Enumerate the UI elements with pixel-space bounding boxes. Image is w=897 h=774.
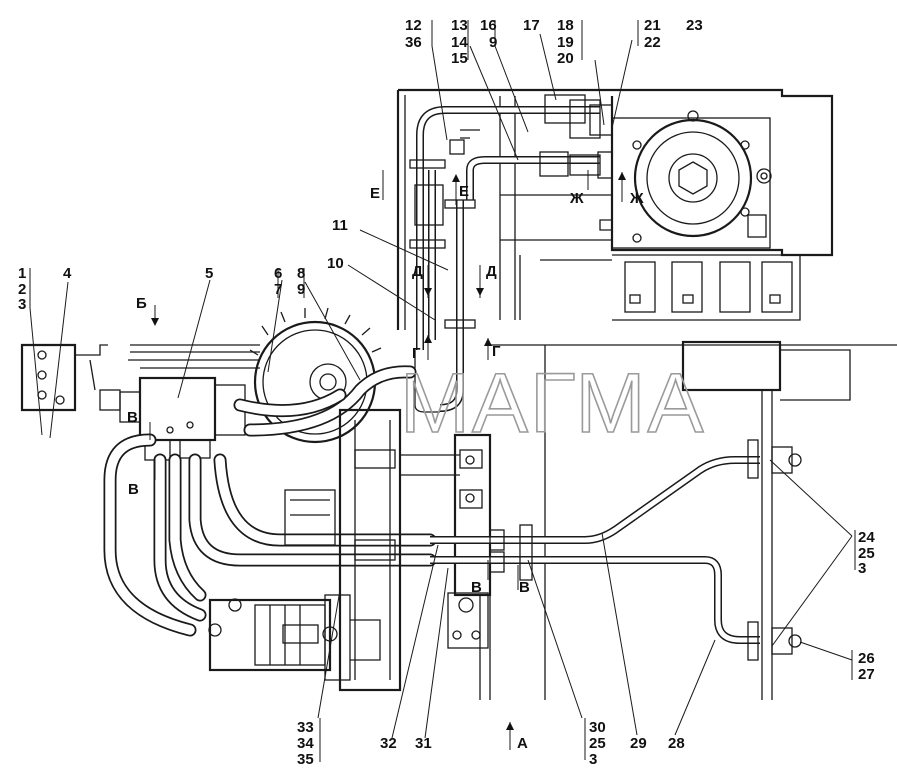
part-label-33: 33 [297, 719, 314, 736]
bottom-pump [208, 489, 381, 681]
part-label-3: 3 [18, 296, 26, 313]
left-bracket [20, 343, 108, 412]
part-label-27: 27 [858, 666, 875, 683]
part-label-23: 23 [686, 17, 703, 34]
part-label-10: 10 [327, 255, 344, 272]
section-zh-1: Ж [569, 190, 584, 207]
part-label-31: 31 [415, 735, 432, 752]
section-v-3: В [471, 579, 482, 596]
section-a: А [517, 735, 528, 752]
part-number-labels: 1 2 3 4 5 6 7 8 9 10 11 12 36 13 14 15 1… [18, 17, 875, 768]
watermark-text: МАГМА [400, 356, 706, 450]
part-label-18: 18 [557, 17, 574, 34]
section-arrows [149, 170, 626, 750]
part-label-29: 29 [630, 735, 647, 752]
part-label-30: 30 [589, 719, 606, 736]
auxiliary-motor [447, 592, 489, 649]
part-label-26: 26 [858, 650, 875, 667]
upper-tank-housing [396, 88, 834, 330]
part-label-35: 35 [297, 751, 314, 768]
section-b: Б [136, 295, 147, 312]
part-label-11: 11 [332, 217, 348, 234]
part-label-5: 5 [205, 265, 213, 282]
section-v-4: В [519, 579, 530, 596]
part-label-15: 15 [451, 50, 468, 67]
section-d-2: Д [486, 263, 497, 280]
pump-flange [599, 110, 772, 249]
central-frame [338, 340, 897, 700]
part-label-16: 16 [480, 17, 497, 34]
section-g-2: Г [492, 343, 501, 360]
vertical-return-pipes [409, 159, 476, 413]
part-label-34: 34 [297, 735, 314, 752]
part-label-20: 20 [557, 50, 574, 67]
part-label-25a: 25 [858, 545, 875, 562]
section-letters: Б В В В В Е Е Ж Ж Д Д Г Г А [127, 183, 644, 752]
section-v-2: В [128, 481, 139, 498]
part-label-24: 24 [858, 529, 875, 546]
part-label-22: 22 [644, 34, 661, 51]
part-label-4: 4 [63, 265, 72, 282]
hydraulic-hoses [103, 365, 437, 637]
section-d-1: Д [412, 263, 423, 280]
part-label-6: 6 [274, 265, 282, 282]
part-label-14: 14 [451, 34, 468, 51]
upper-suction-pipes [416, 94, 613, 350]
part-label-8: 8 [297, 265, 305, 282]
part-label-17: 17 [523, 17, 540, 34]
part-label-1: 1 [18, 265, 26, 282]
section-v-1: В [127, 409, 138, 426]
part-label-2: 2 [18, 281, 26, 298]
leader-lines [29, 20, 856, 762]
section-e-2: Е [459, 183, 469, 200]
section-g-1: Г [412, 345, 421, 362]
pressure-lines [430, 439, 802, 661]
part-label-12: 12 [405, 17, 422, 34]
part-label-21: 21 [644, 17, 661, 34]
part-label-13: 13 [451, 17, 468, 34]
part-label-3c: 3 [589, 751, 597, 768]
part-label-3b: 3 [858, 560, 866, 577]
part-label-36: 36 [405, 34, 422, 51]
part-label-25b: 25 [589, 735, 606, 752]
part-label-28: 28 [668, 735, 685, 752]
part-label-19: 19 [557, 34, 574, 51]
part-label-32: 32 [380, 735, 397, 752]
part-label-9a: 9 [297, 281, 305, 298]
part-label-9b: 9 [489, 34, 497, 51]
section-e-1: Е [370, 185, 380, 202]
section-zh-2: Ж [629, 190, 644, 207]
part-label-7: 7 [274, 281, 282, 298]
